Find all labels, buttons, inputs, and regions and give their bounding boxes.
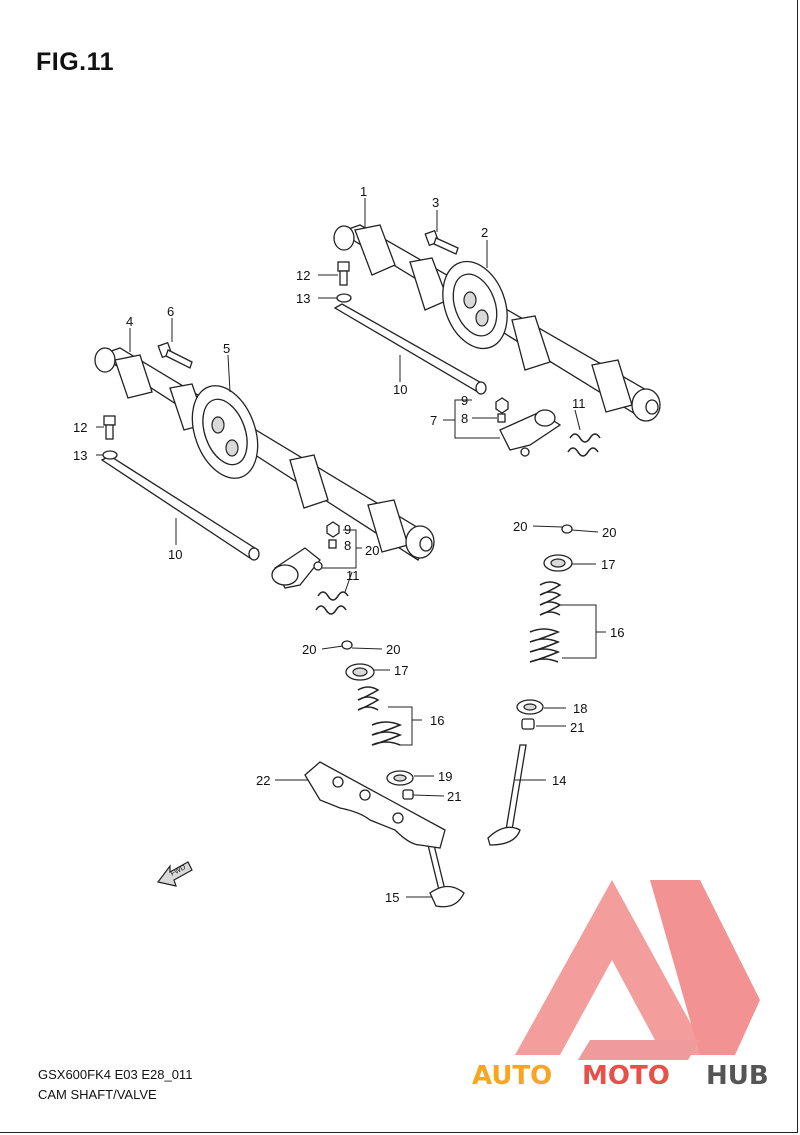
callout-17-right: 17 xyxy=(601,557,615,572)
callout-16-right: 16 xyxy=(610,625,624,640)
callout-17-left: 17 xyxy=(394,663,408,678)
model-code: GSX600FK4 E03 E28_011 xyxy=(38,1067,193,1082)
callout-8-lower: 8 xyxy=(344,538,351,553)
bolt-12-upper xyxy=(337,261,350,286)
callout-15: 15 xyxy=(385,890,399,905)
rocker-arm-lower xyxy=(271,521,340,589)
rocker-shaft-upper xyxy=(333,303,487,395)
callout-9-lower: 9 xyxy=(344,522,351,537)
callout-11-lower: 11 xyxy=(346,568,360,583)
washer-13-lower xyxy=(102,450,118,460)
automotohub-logo-icon xyxy=(515,880,760,1060)
rocker-arm-upper xyxy=(495,397,562,457)
valve-plate xyxy=(304,761,446,849)
bolt-12-lower xyxy=(103,415,116,440)
callout-22: 22 xyxy=(256,773,270,788)
callout-13-lower: 13 xyxy=(73,448,87,463)
callout-19: 19 xyxy=(438,769,452,784)
callout-5: 5 xyxy=(223,341,230,356)
callout-10-lower: 10 xyxy=(168,547,182,562)
camshaft-lower xyxy=(94,347,435,561)
watermark-hub: HUB xyxy=(706,1061,769,1091)
callout-1: 1 xyxy=(360,184,367,199)
callout-20-left-b: 20 xyxy=(386,642,400,657)
figure-caption: CAM SHAFT/VALVE xyxy=(38,1087,157,1102)
callout-8-upper: 8 xyxy=(461,411,468,426)
callout-2: 2 xyxy=(481,225,488,240)
sprocket-bolt-upper xyxy=(424,229,459,255)
callout-12-lower: 12 xyxy=(73,420,87,435)
callout-13-upper: 13 xyxy=(296,291,310,306)
watermark-auto: AUTO xyxy=(472,1061,552,1091)
callout-20-right-a: 20 xyxy=(513,519,527,534)
callout-4: 4 xyxy=(126,314,133,329)
figure-title: FIG.11 xyxy=(36,48,115,76)
sprocket-bolt-lower xyxy=(157,341,193,369)
callout-9-upper: 9 xyxy=(461,393,468,408)
leader-lines xyxy=(96,198,606,898)
callout-16-left: 16 xyxy=(430,713,444,728)
callout-21-left: 21 xyxy=(447,789,461,804)
callout-20-rocker: 20 xyxy=(365,543,379,558)
callout-14: 14 xyxy=(552,773,566,788)
valve-assembly-right xyxy=(487,524,573,846)
cam-sprocket-lower xyxy=(191,385,259,479)
callout-6: 6 xyxy=(167,304,174,319)
callout-20-left-a: 20 xyxy=(302,642,316,657)
callout-18: 18 xyxy=(573,701,587,716)
callout-21-right: 21 xyxy=(570,720,584,735)
cam-sprocket-upper xyxy=(442,260,508,350)
washer-13-upper xyxy=(336,293,352,303)
watermark-moto: MOTO xyxy=(582,1061,670,1091)
callout-11-upper: 11 xyxy=(572,396,586,411)
callout-labels: 1 2 3 4 5 6 7 8 8 9 9 10 10 11 11 12 12 … xyxy=(73,184,624,905)
fwd-arrow-icon: FWD xyxy=(156,861,193,887)
callout-7: 7 xyxy=(430,413,437,428)
callout-10-upper: 10 xyxy=(393,382,407,397)
valve-assembly-left xyxy=(341,640,465,908)
callout-3: 3 xyxy=(432,195,439,210)
callout-20-right-b: 20 xyxy=(602,525,616,540)
callout-12-upper: 12 xyxy=(296,268,310,283)
rocker-spring-lower xyxy=(315,591,349,615)
rocker-spring-upper xyxy=(567,433,601,457)
